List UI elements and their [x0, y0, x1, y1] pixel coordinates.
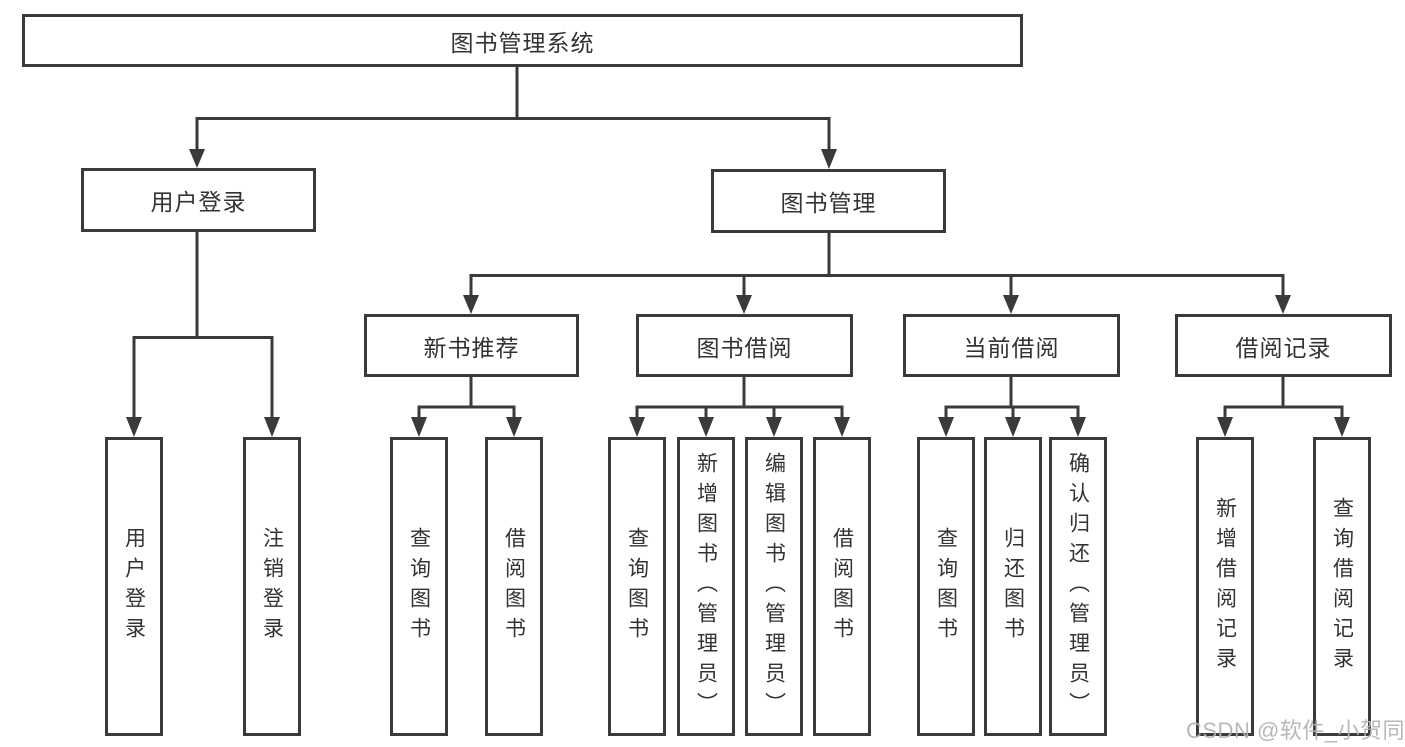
leaf-add-borrow-record: 新增借阅记录 [1196, 437, 1254, 736]
arrow-leaf1 [126, 417, 142, 437]
leaf-return-book: 归还图书 [984, 437, 1042, 736]
leaf-user-login: 用户登录 [105, 437, 163, 736]
edge-arrowheads [126, 149, 1350, 437]
leaf-query-book-current: 查询图书 [917, 437, 975, 736]
leaf-edit-book-admin-label: 编辑图书（管理员） [762, 451, 786, 722]
leaf-user-login-label: 用户登录 [122, 526, 146, 647]
arrow-leaf6 [698, 417, 714, 437]
leaf-query-book-borrowing: 查询图书 [608, 437, 666, 736]
leaf-borrow-book-label: 借阅图书 [830, 526, 854, 647]
node-book-borrowing-label: 图书借阅 [696, 334, 793, 361]
node-current-borrowing: 当前借阅 [903, 314, 1120, 377]
arrow-leaf7 [766, 417, 782, 437]
node-root-system: 图书管理系统 [22, 14, 1023, 67]
leaf-add-borrow-record-label: 新增借阅记录 [1213, 496, 1237, 677]
leaf-logout-label: 注销登录 [260, 526, 284, 647]
leaf-query-book-recommend: 查询图书 [390, 437, 448, 736]
arrow-leaf13 [1334, 417, 1350, 437]
arrow-book-mgmt [821, 149, 837, 169]
leaf-confirm-return-admin: 确认归还（管理员） [1049, 437, 1107, 736]
node-borrowing-records: 借阅记录 [1175, 314, 1392, 377]
csdn-watermark: CSDN @软件_小贺同学 [1186, 718, 1405, 743]
leaf-confirm-return-admin-label: 确认归还（管理员） [1066, 451, 1090, 722]
arrow-current [1003, 295, 1019, 314]
leaf-borrow-book-recommend: 借阅图书 [485, 437, 543, 736]
node-root-label: 图书管理系统 [450, 29, 595, 56]
node-user-login: 用户登录 [81, 168, 316, 232]
leaf-return-book-label: 归还图书 [1001, 526, 1025, 647]
arrow-leaf4 [506, 417, 522, 437]
leaf-edit-book-admin: 编辑图书（管理员） [745, 437, 803, 736]
leaf-query-book-current-label: 查询图书 [934, 526, 958, 647]
leaf-borrow-book: 借阅图书 [813, 437, 871, 736]
arrow-leaf3 [411, 417, 427, 437]
node-user-login-label: 用户登录 [150, 189, 247, 215]
node-current-borrowing-label: 当前借阅 [963, 334, 1060, 361]
leaf-query-book-recommend-label: 查询图书 [407, 526, 431, 647]
leaf-logout: 注销登录 [243, 437, 301, 736]
arrow-borrow [736, 295, 752, 314]
arrow-leaf8 [834, 417, 850, 437]
leaf-add-book-admin: 新增图书（管理员） [677, 437, 735, 736]
node-book-management: 图书管理 [711, 169, 946, 233]
node-borrowing-records-label: 借阅记录 [1235, 334, 1332, 361]
node-book-borrowing: 图书借阅 [636, 314, 853, 377]
leaf-add-book-admin-label: 新增图书（管理员） [694, 451, 718, 722]
arrow-leaf11 [1070, 417, 1086, 437]
leaf-query-borrow-record-label: 查询借阅记录 [1330, 496, 1354, 677]
arrow-leaf9 [938, 417, 954, 437]
arrow-records [1275, 295, 1291, 314]
leaf-query-borrow-record: 查询借阅记录 [1313, 437, 1371, 736]
arrow-leaf12 [1217, 417, 1233, 437]
node-new-book-recommendation: 新书推荐 [364, 314, 579, 377]
arrow-leaf10 [1005, 417, 1021, 437]
leaf-borrow-book-recommend-label: 借阅图书 [502, 526, 526, 647]
arrow-newbook [463, 295, 479, 314]
node-book-management-label: 图书管理 [780, 190, 877, 216]
node-new-book-recommendation-label: 新书推荐 [423, 334, 520, 361]
leaf-query-book-borrowing-label: 查询图书 [625, 526, 649, 647]
arrow-user-login [189, 149, 205, 168]
arrow-leaf2 [264, 417, 280, 437]
arrow-leaf5 [629, 417, 645, 437]
